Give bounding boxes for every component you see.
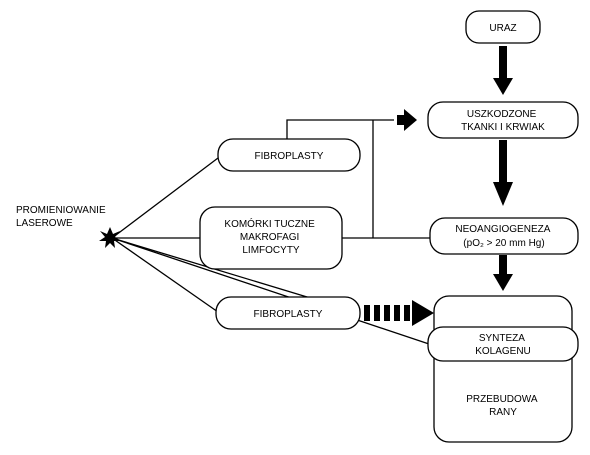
arrow-uszkodzone-down — [493, 140, 513, 206]
node-neoangiogeneza: NEOANGIOGENEZA (pO₂ > 20 mm Hg) — [429, 217, 579, 255]
arrow-neo-down — [493, 255, 513, 291]
node-uraz: URAZ — [465, 10, 541, 44]
svg-text:PRZEBUDOWA RANY: PRZEBUDOWA RANY — [466, 394, 540, 418]
node-przebudowa: PRZEBUDOWA RANY — [433, 295, 573, 443]
svg-text:URAZ: URAZ — [489, 23, 516, 34]
svg-text:FIBROPLASTY: FIBROPLASTY — [255, 151, 324, 162]
starburst-icon — [99, 227, 121, 248]
node-komorki: KOMÓRKI TUCZNE MAKROFAGI LIMFOCYTY — [199, 206, 343, 270]
node-fibroplasty-top: FIBROPLASTY — [217, 138, 361, 172]
node-uszkodzone: USZKODZONE TKANKI I KRWIAK — [427, 101, 579, 139]
node-fibroplasty-bottom: FIBROPLASTY — [215, 296, 361, 330]
flow-arrows — [364, 46, 513, 326]
arrow-uraz-down — [493, 46, 513, 95]
source-label: PROMIENIOWANIE LASEROWE — [16, 205, 108, 229]
svg-text:USZKODZONE TKANKI I KRWI: USZKODZONE TKANKI I KRWIAK — [461, 109, 545, 133]
svg-text:KOMÓRKI TUCZNE MAKROFAGI: KOMÓRKI TUCZNE MAKROFAGI LIMFOCYTY — [224, 217, 317, 256]
arrow-to-uszkodzone — [397, 109, 417, 131]
node-synteza: SYNTEZA KOLAGENU — [427, 326, 579, 362]
svg-text:FIBROPLASTY: FIBROPLASTY — [254, 309, 323, 320]
dashed-arrow-to-synteza — [364, 300, 434, 326]
svg-text:SYNTEZA KOLAGENU: SYNTEZA KOLAGENU — [475, 333, 531, 357]
upper-connectors — [286, 119, 430, 239]
svg-text:NEOANGIOGENEZA (pO₂ > 20: NEOANGIOGENEZA (pO₂ > 20 mm Hg) — [455, 224, 552, 249]
laser-connectors — [111, 157, 433, 346]
